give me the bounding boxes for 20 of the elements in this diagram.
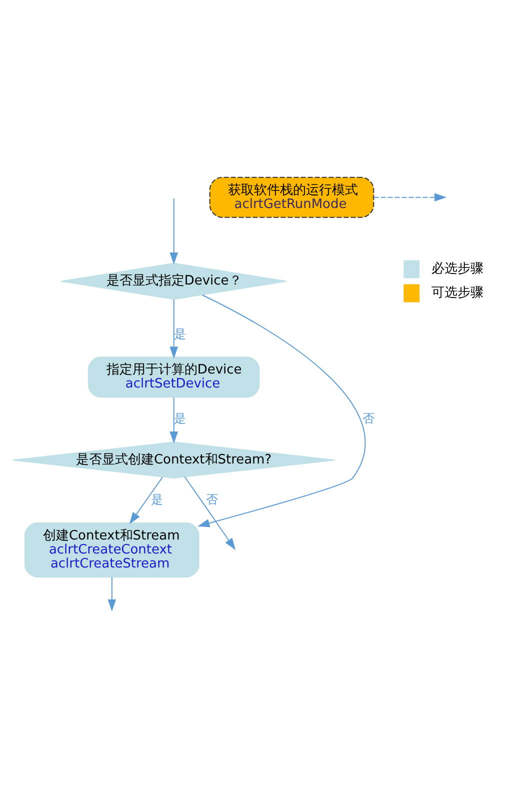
arrow [169,198,178,264]
node-box: 获取软件栈的运行模式 aclrtGetRunMode [208,176,374,218]
edge-label: 是 [173,412,186,426]
arrow [372,193,446,202]
edge-label: 是 [173,326,186,341]
arrow [197,294,366,528]
edge-label: 是 [150,492,162,507]
arrow [128,476,162,524]
node-diamond: 是否显式创建Context和Stream? [12,442,335,479]
legend-label: 必选步骤 [431,262,484,277]
arrow [169,298,178,359]
arrow [107,576,116,612]
node-box: 创建Context和Stream aclrtCreateContext aclrtCreateStream [24,522,199,578]
edge-label: 否 [362,412,374,426]
arrow [184,476,236,550]
node-diamond: 是否显式指定Device？ [60,262,286,300]
edge-label: 否 [205,492,218,507]
arrow [169,396,178,444]
legend-label: 可选步骤 [431,286,484,301]
node-box: 指定用于计算的Device aclrtSetDevice [87,356,260,398]
